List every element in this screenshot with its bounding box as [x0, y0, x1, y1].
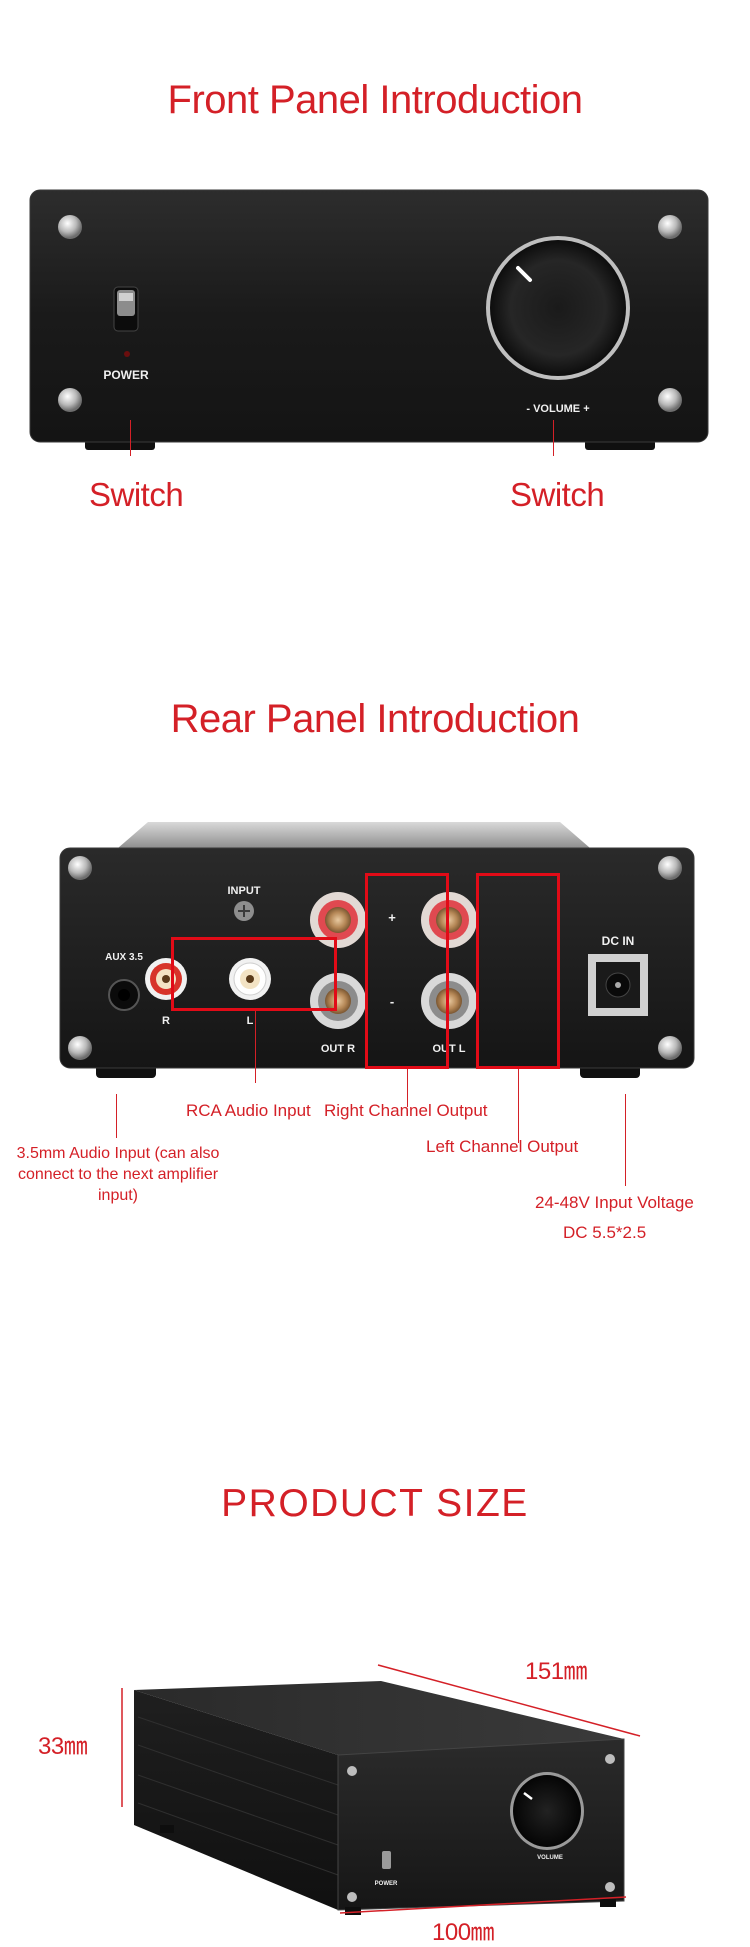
aux-audio-input-label: 3.5mm Audio Input (can also connect to t… — [16, 1145, 220, 1204]
power-toggle-switch — [382, 1851, 391, 1869]
left-channel-output-label: Left Channel Output — [426, 1137, 579, 1156]
dc-in-text: DC IN — [602, 934, 635, 948]
rca-audio-input-label: RCA Audio Input — [186, 1101, 311, 1120]
aux-pointer — [116, 1094, 117, 1138]
screw-icon — [658, 856, 682, 880]
rca-l-text: L — [247, 1015, 254, 1027]
screw-icon — [68, 856, 92, 880]
front-panel-image: POWER - VOLUME + — [29, 189, 709, 450]
width-label: 100㎜ — [432, 1919, 495, 1946]
speaker-terminal-left-positive[interactable] — [421, 892, 477, 948]
screw-icon — [347, 1766, 357, 1776]
speaker-terminal-right-positive[interactable] — [310, 892, 366, 948]
screw-icon — [658, 1036, 682, 1060]
right-channel-output-label: Right Channel Output — [324, 1101, 488, 1120]
screw-icon — [658, 215, 682, 239]
out-l-text: OUT L — [433, 1043, 466, 1055]
screw-icon — [68, 1036, 92, 1060]
screw-icon — [58, 215, 82, 239]
volume-text-small: VOLUME — [537, 1855, 563, 1861]
input-voltage-label: 24-48V Input Voltage — [535, 1193, 694, 1212]
left-channel-pointer — [518, 1069, 519, 1143]
screw-icon — [605, 1882, 615, 1892]
length-dimension-line — [377, 1664, 641, 1737]
voltage-pointer — [625, 1094, 626, 1186]
power-led-icon — [124, 351, 130, 357]
screw-icon — [58, 388, 82, 412]
switch-left-label: Switch — [89, 476, 184, 513]
rear-panel-title: Rear Panel Introduction — [170, 697, 580, 741]
plus-text: + — [388, 910, 396, 925]
rca-r-text: R — [162, 1015, 170, 1027]
right-channel-highlight-box — [365, 873, 449, 1069]
minus-text: - — [390, 994, 394, 1009]
screw-icon — [658, 388, 682, 412]
switch-right-label: Switch — [510, 476, 605, 513]
rca-pointer — [255, 1011, 256, 1083]
right-channel-pointer — [407, 1069, 408, 1107]
front-panel-title: Front Panel Introduction — [167, 78, 583, 122]
dc-input-jack[interactable] — [588, 954, 648, 1016]
volume-knob — [510, 1772, 584, 1850]
speaker-terminal-left-negative[interactable] — [421, 973, 477, 1029]
product-3d-image: POWER VOLUME — [134, 1681, 625, 1915]
power-text: POWER — [103, 368, 149, 382]
speaker-terminal-right-negative[interactable] — [310, 973, 366, 1029]
screw-icon — [347, 1892, 357, 1902]
width-dimension-line — [339, 1896, 627, 1914]
aux-jack[interactable] — [108, 979, 140, 1011]
rear-panel-image: INPUT AUX 3.5 R L OUT R + - — [59, 822, 695, 1078]
length-label: 151㎜ — [525, 1658, 588, 1685]
rca-highlight-box — [171, 937, 337, 1011]
power-toggle-switch[interactable] — [113, 286, 139, 332]
power-text-small: POWER — [375, 1881, 398, 1887]
volume-text: - VOLUME + — [526, 403, 589, 415]
left-channel-highlight-box — [476, 873, 560, 1069]
screw-icon — [605, 1754, 615, 1764]
input-text: INPUT — [228, 885, 261, 897]
aux-text: AUX 3.5 — [105, 952, 143, 963]
rca-jack-left[interactable] — [229, 958, 271, 1000]
switch-right-pointer — [553, 420, 554, 456]
product-size-title: PRODUCT SIZE — [221, 1482, 529, 1525]
volume-knob[interactable] — [486, 236, 630, 380]
rca-jack-right[interactable] — [145, 958, 187, 1000]
dc-spec-label: DC 5.5*2.5 — [563, 1223, 647, 1242]
switch-left-pointer — [130, 420, 131, 456]
height-label: 33㎜ — [38, 1733, 88, 1760]
out-r-text: OUT R — [321, 1043, 355, 1055]
